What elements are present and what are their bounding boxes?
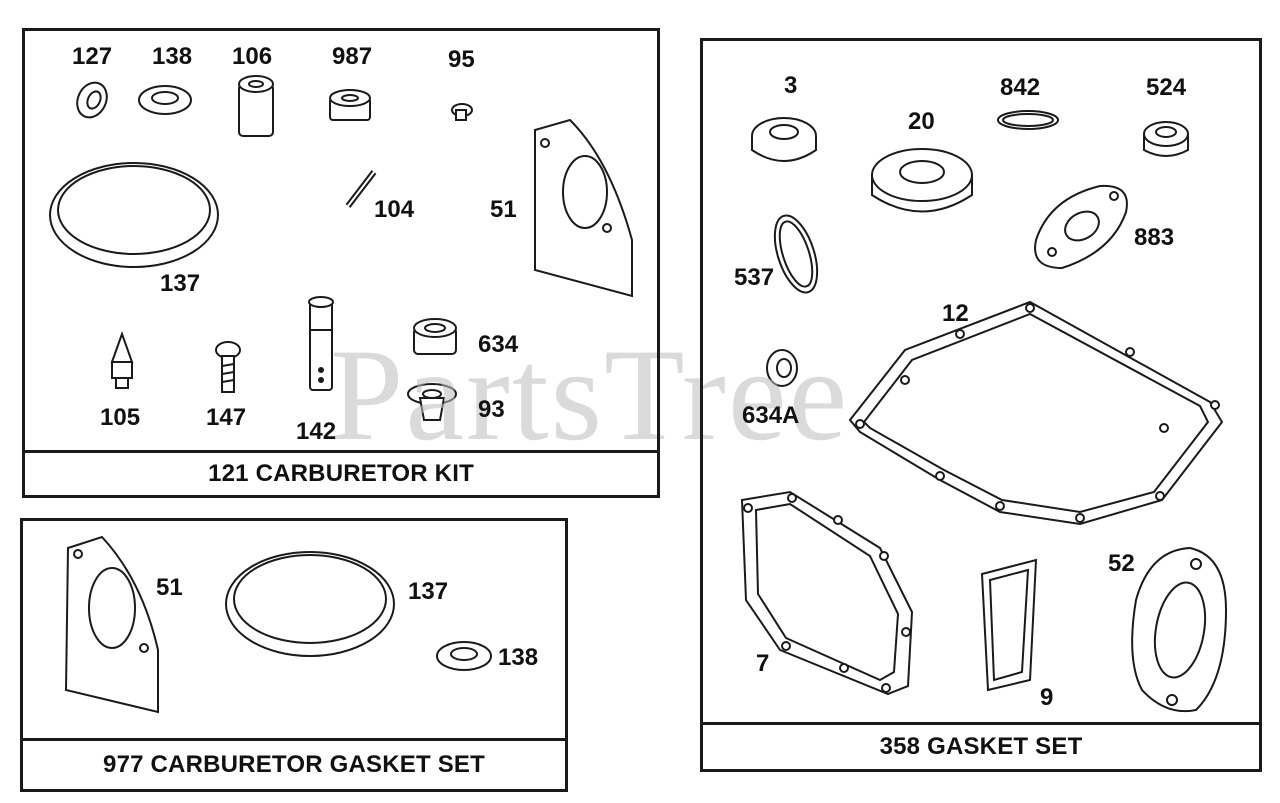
- callout-7: 7: [756, 650, 770, 677]
- part-51-gasket-2: [64, 535, 159, 714]
- part-883-gasket: [1034, 184, 1128, 270]
- callout-137: 137: [408, 578, 449, 605]
- callout-104: 104: [374, 196, 415, 223]
- callout-51: 51: [156, 574, 183, 601]
- part-147-screw: [215, 341, 241, 393]
- callout-127: 127: [72, 43, 113, 70]
- panel-carburetor-kit: 121 CARBURETOR KIT: [22, 28, 660, 498]
- part-634A-seal: [766, 349, 798, 387]
- callout-142: 142: [296, 418, 337, 445]
- callout-138: 138: [498, 644, 539, 671]
- callout-138: 138: [152, 43, 193, 70]
- part-20-seal: [871, 148, 973, 213]
- callout-883: 883: [1134, 224, 1175, 251]
- callout-93: 93: [478, 396, 505, 423]
- part-137-ring-2: [225, 551, 395, 657]
- callout-987: 987: [332, 43, 373, 70]
- part-105-needle: [110, 331, 134, 389]
- callout-147: 147: [206, 404, 247, 431]
- callout-634A: 634A: [742, 402, 800, 429]
- callout-634: 634: [478, 331, 519, 358]
- callout-12: 12: [942, 300, 969, 327]
- part-7-gasket: [740, 490, 914, 696]
- part-137-ring: [49, 162, 219, 268]
- part-104-pin: [345, 170, 377, 208]
- part-12-gasket: [848, 300, 1224, 526]
- callout-20: 20: [908, 108, 935, 135]
- callout-105: 105: [100, 404, 141, 431]
- part-987-bushing: [329, 89, 371, 121]
- part-127-washer: [76, 81, 108, 119]
- part-95-screw: [451, 103, 473, 121]
- part-52-gasket: [1131, 546, 1228, 712]
- part-537-oring: [773, 214, 819, 294]
- callout-9: 9: [1040, 684, 1054, 711]
- part-842-oring: [997, 110, 1059, 130]
- callout-842: 842: [1000, 74, 1041, 101]
- callout-95: 95: [448, 46, 475, 73]
- part-524-plug: [1143, 121, 1189, 157]
- callout-524: 524: [1146, 74, 1187, 101]
- callout-137: 137: [160, 270, 201, 297]
- part-634-bushing: [413, 318, 457, 355]
- callout-537: 537: [734, 264, 775, 291]
- part-9-gasket: [980, 558, 1038, 692]
- part-93-valve: [407, 383, 457, 421]
- panel-caption: 977 CARBURETOR GASKET SET: [23, 738, 565, 789]
- panel-carburetor-gasket-set: 977 CARBURETOR GASKET SET: [20, 518, 568, 792]
- part-3-seal: [751, 117, 817, 162]
- part-138-washer-2: [436, 641, 492, 671]
- part-51-gasket: [534, 118, 633, 298]
- callout-3: 3: [784, 72, 798, 99]
- panel-caption: 358 GASKET SET: [703, 722, 1259, 769]
- callout-106: 106: [232, 43, 273, 70]
- part-106-sleeve: [238, 75, 274, 137]
- callout-52: 52: [1108, 550, 1135, 577]
- panel-caption: 121 CARBURETOR KIT: [25, 450, 657, 495]
- part-142-tube: [308, 296, 334, 391]
- part-138-washer: [138, 85, 192, 115]
- panel-gasket-set: 358 GASKET SET: [700, 38, 1262, 772]
- callout-51: 51: [490, 196, 517, 223]
